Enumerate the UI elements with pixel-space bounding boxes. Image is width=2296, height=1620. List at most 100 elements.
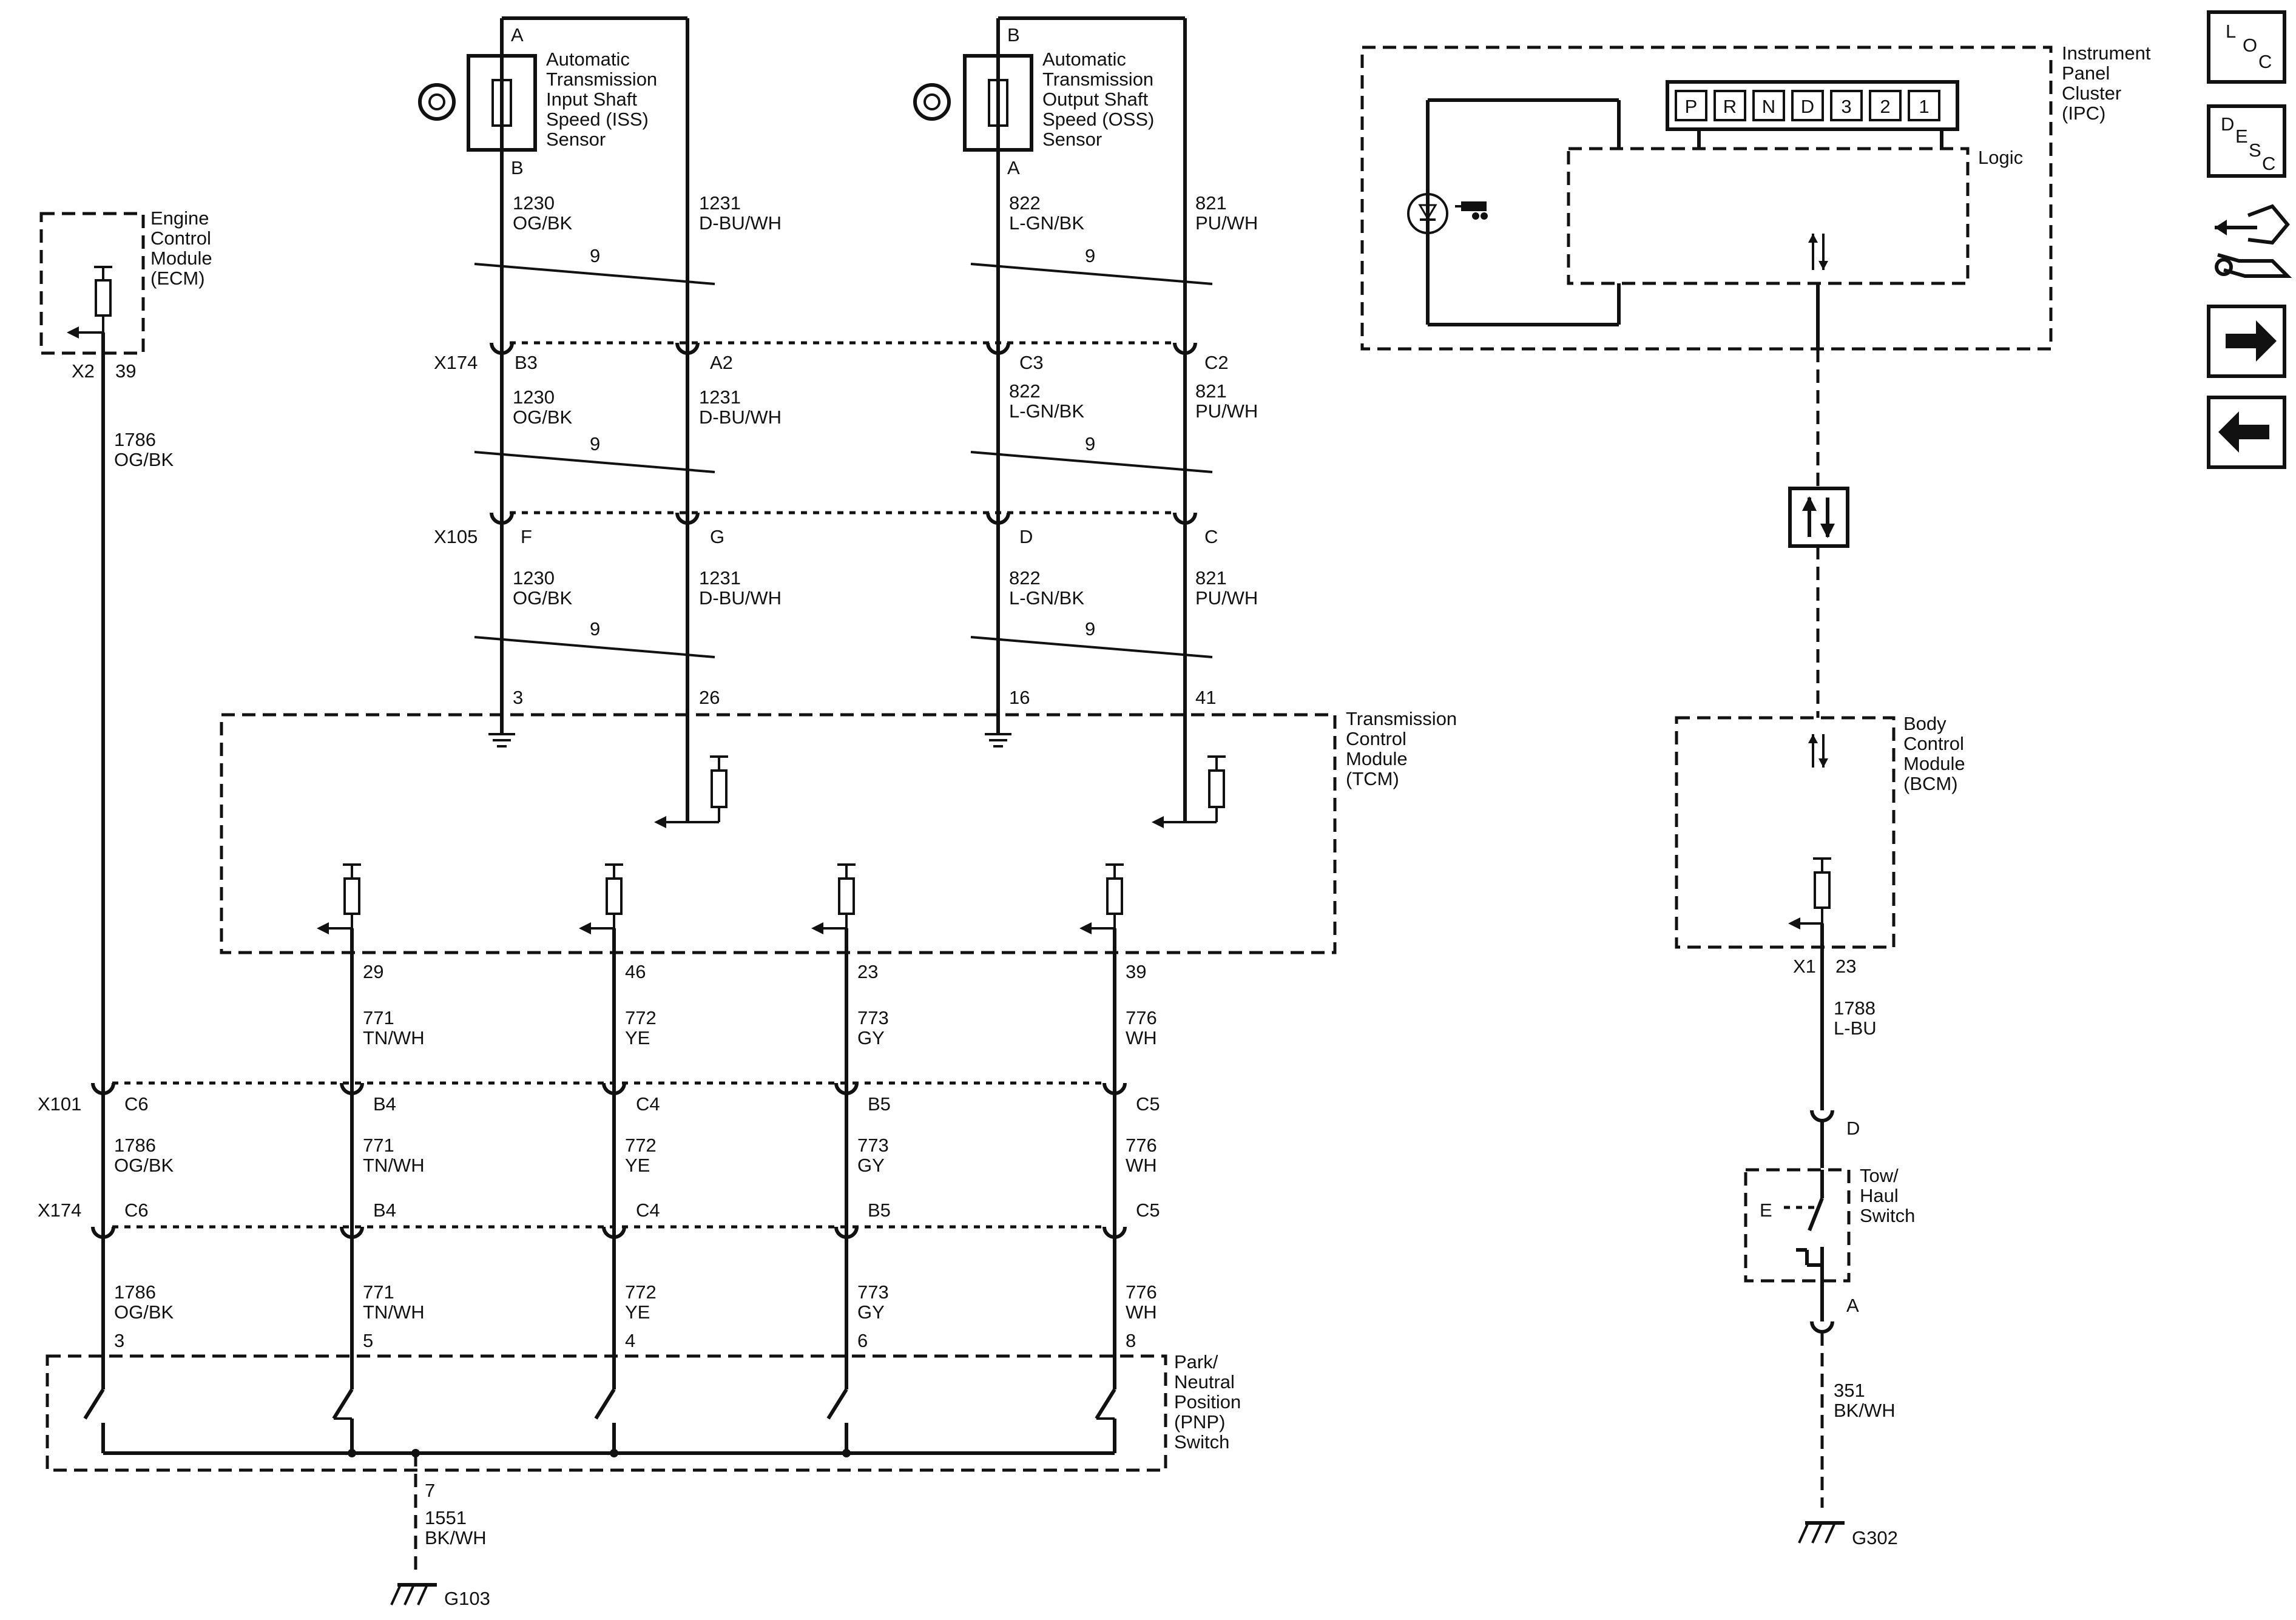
- svg-text:821: 821: [1195, 380, 1227, 402]
- svg-text:C5: C5: [1136, 1200, 1160, 1221]
- svg-text:PU/WH: PU/WH: [1195, 212, 1258, 234]
- connector-info-icon[interactable]: [2215, 204, 2292, 278]
- svg-text:773: 773: [857, 1135, 889, 1156]
- desc-button[interactable]: D E S C: [2207, 104, 2286, 178]
- svg-text:B: B: [511, 157, 524, 178]
- svg-text:(PNP): (PNP): [1174, 1411, 1225, 1433]
- svg-text:6: 6: [857, 1330, 868, 1351]
- gear-icon: [418, 83, 456, 121]
- prndl-cell: P: [1675, 90, 1707, 121]
- svg-text:C: C: [2258, 51, 2272, 72]
- svg-text:C6: C6: [124, 1093, 149, 1115]
- svg-text:TN/WH: TN/WH: [363, 1301, 425, 1323]
- svg-text:Input Shaft: Input Shaft: [546, 89, 637, 110]
- svg-text:X174: X174: [38, 1200, 81, 1221]
- svg-text:C: C: [1204, 526, 1218, 547]
- svg-text:WH: WH: [1126, 1027, 1157, 1048]
- svg-text:Control: Control: [150, 228, 211, 249]
- svg-text:(TCM): (TCM): [1346, 768, 1399, 789]
- loc-button[interactable]: L O C: [2207, 10, 2286, 84]
- svg-text:46: 46: [625, 961, 646, 982]
- bidirectional-arrow-icon: [1808, 234, 1828, 270]
- svg-text:C: C: [2262, 153, 2275, 174]
- svg-text:B5: B5: [868, 1200, 891, 1221]
- gear-icon: [913, 83, 951, 121]
- next-page-arrow-icon[interactable]: [2207, 305, 2286, 378]
- svg-text:Position: Position: [1174, 1391, 1241, 1412]
- svg-text:41: 41: [1195, 687, 1216, 708]
- svg-text:Cluster: Cluster: [2062, 83, 2121, 104]
- svg-text:Park/: Park/: [1174, 1351, 1218, 1372]
- resistor-icon: [67, 266, 112, 339]
- prndl-cell: 3: [1830, 90, 1863, 121]
- svg-text:C4: C4: [636, 1093, 660, 1115]
- svg-text:39: 39: [1126, 961, 1146, 982]
- svg-text:TN/WH: TN/WH: [363, 1155, 425, 1176]
- svg-text:Transmission: Transmission: [1042, 69, 1153, 90]
- ground-icon: [985, 722, 1011, 748]
- svg-text:776: 776: [1126, 1007, 1157, 1028]
- svg-text:821: 821: [1195, 567, 1227, 589]
- svg-text:772: 772: [625, 1007, 657, 1028]
- svg-text:L-GN/BK: L-GN/BK: [1009, 400, 1084, 422]
- svg-text:L-GN/BK: L-GN/BK: [1009, 212, 1084, 234]
- svg-text:L-BU: L-BU: [1834, 1018, 1877, 1039]
- svg-text:WH: WH: [1126, 1301, 1157, 1323]
- previous-page-arrow-icon[interactable]: [2207, 396, 2286, 469]
- svg-text:1230: 1230: [513, 386, 555, 408]
- svg-text:Module: Module: [150, 248, 212, 269]
- serial-data-link: [1788, 349, 1849, 718]
- prndl-letter: 3: [1841, 96, 1851, 117]
- svg-text:OG/BK: OG/BK: [114, 449, 174, 470]
- svg-text:23: 23: [1835, 956, 1856, 977]
- prndl-cell: R: [1714, 90, 1746, 121]
- svg-text:1230: 1230: [513, 192, 555, 214]
- svg-text:Automatic: Automatic: [1042, 49, 1126, 70]
- svg-text:B4: B4: [373, 1200, 396, 1221]
- svg-text:Engine: Engine: [150, 208, 209, 229]
- svg-text:4: 4: [625, 1330, 635, 1351]
- sensor-wire-columns: 9 9 9 9 9 9 1230 OG/BK 1231 D-BU/WH 822 …: [434, 18, 1258, 822]
- svg-text:O: O: [2243, 35, 2257, 56]
- svg-text:Sensor: Sensor: [1042, 129, 1102, 150]
- svg-text:D: D: [2221, 113, 2234, 135]
- svg-text:YE: YE: [625, 1027, 650, 1048]
- prndl-letter: 1: [1919, 96, 1929, 117]
- svg-text:1231: 1231: [699, 192, 741, 214]
- bidirectional-arrow-icon: [1802, 496, 1835, 538]
- svg-text:C4: C4: [636, 1200, 660, 1221]
- prndl-letter: R: [1723, 96, 1737, 117]
- svg-text:773: 773: [857, 1007, 889, 1028]
- svg-text:772: 772: [625, 1135, 657, 1156]
- iss-sensor: A B Automatic Transmission Input Shaft S…: [418, 16, 687, 182]
- svg-text:26: 26: [699, 687, 720, 708]
- svg-text:821: 821: [1195, 192, 1227, 214]
- svg-text:OG/BK: OG/BK: [114, 1155, 174, 1176]
- prndl-cell: N: [1752, 90, 1785, 121]
- svg-text:F: F: [521, 526, 532, 547]
- svg-text:9: 9: [590, 433, 600, 454]
- svg-text:YE: YE: [625, 1301, 650, 1323]
- svg-text:Transmission: Transmission: [1346, 708, 1457, 729]
- svg-text:BK/WH: BK/WH: [1834, 1400, 1896, 1421]
- tcm-module: Transmission Control Module (TCM): [220, 708, 1457, 954]
- svg-text:OG/BK: OG/BK: [513, 212, 573, 234]
- svg-text:822: 822: [1009, 192, 1041, 214]
- svg-text:Logic: Logic: [1978, 147, 2023, 168]
- svg-text:Transmission: Transmission: [546, 69, 657, 90]
- svg-text:Automatic: Automatic: [546, 49, 630, 70]
- svg-text:G103: G103: [444, 1588, 490, 1609]
- prndl-letter: N: [1762, 96, 1775, 117]
- svg-text:9: 9: [590, 245, 600, 266]
- svg-text:771: 771: [363, 1007, 394, 1028]
- svg-text:776: 776: [1126, 1281, 1157, 1303]
- svg-text:(ECM): (ECM): [150, 268, 205, 289]
- svg-text:X174: X174: [434, 352, 478, 373]
- svg-text:WH: WH: [1126, 1155, 1157, 1176]
- svg-text:L: L: [2226, 21, 2236, 42]
- svg-text:B: B: [1007, 24, 1020, 46]
- svg-text:(BCM): (BCM): [1903, 773, 1958, 794]
- svg-text:GY: GY: [857, 1155, 885, 1176]
- svg-text:1230: 1230: [513, 567, 555, 589]
